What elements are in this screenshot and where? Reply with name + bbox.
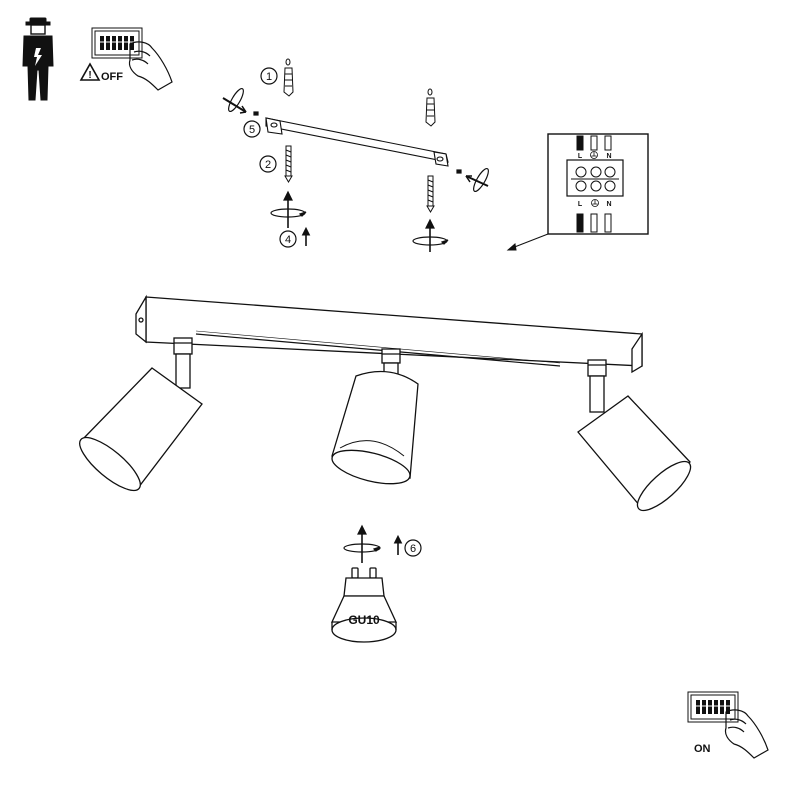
- svg-text:5: 5: [249, 124, 255, 136]
- ground-symbol-icon: [591, 199, 599, 207]
- rotate-clockwise-icon: [270, 190, 307, 228]
- screwdriver-icon: [222, 87, 259, 116]
- spotlight-head-center: [331, 348, 419, 485]
- wall-plug-icon: [283, 58, 294, 97]
- svg-text:4: 4: [285, 234, 291, 246]
- gu10-bulb: [330, 567, 398, 643]
- warning-triangle-icon: !: [79, 62, 101, 81]
- screw-icon: [426, 175, 435, 213]
- pointer-arrow-icon: [506, 233, 549, 251]
- breaker-panel-on-icon: [687, 691, 739, 723]
- step-badge-5: 5: [243, 120, 261, 138]
- hand-icon: [128, 41, 173, 91]
- hand-icon: [724, 709, 769, 759]
- spotlight-head-right: [577, 359, 692, 512]
- screwdriver-icon: [456, 167, 489, 193]
- terminal-label-bottom-l: L: [578, 201, 583, 208]
- rotate-clockwise-icon: [343, 524, 381, 563]
- breaker-panel-off-icon: [91, 27, 143, 59]
- arrow-up-icon: [301, 226, 311, 246]
- fixture-canopy-bar: [135, 294, 643, 374]
- spotlight-head-left: [79, 337, 203, 492]
- wiring-detail-panel: L N L N: [547, 133, 649, 235]
- terminal-label-bottom-n: N: [606, 201, 611, 208]
- terminal-label-top-l: L: [578, 153, 583, 160]
- step-badge-1: 1: [260, 67, 278, 85]
- step-badge-4: 4: [279, 230, 297, 248]
- power-on-label: ON: [694, 743, 711, 755]
- rotate-clockwise-icon: [412, 218, 449, 252]
- bulb-type-label: GU10: [348, 613, 380, 627]
- svg-text:6: 6: [410, 543, 416, 555]
- mounting-bracket: [265, 117, 449, 167]
- wall-plug-icon: [425, 88, 436, 127]
- electrician-icon: [22, 17, 54, 101]
- arrow-up-icon: [393, 534, 403, 555]
- power-off-label: OFF: [101, 71, 123, 83]
- svg-text:1: 1: [266, 71, 272, 83]
- svg-text:!: !: [88, 70, 91, 81]
- svg-text:2: 2: [265, 159, 271, 171]
- step-badge-6: 6: [404, 539, 422, 557]
- screw-icon: [284, 145, 293, 183]
- terminal-label-top-n: N: [606, 153, 611, 160]
- ground-symbol-icon: [590, 151, 598, 159]
- step-badge-2: 2: [259, 155, 277, 173]
